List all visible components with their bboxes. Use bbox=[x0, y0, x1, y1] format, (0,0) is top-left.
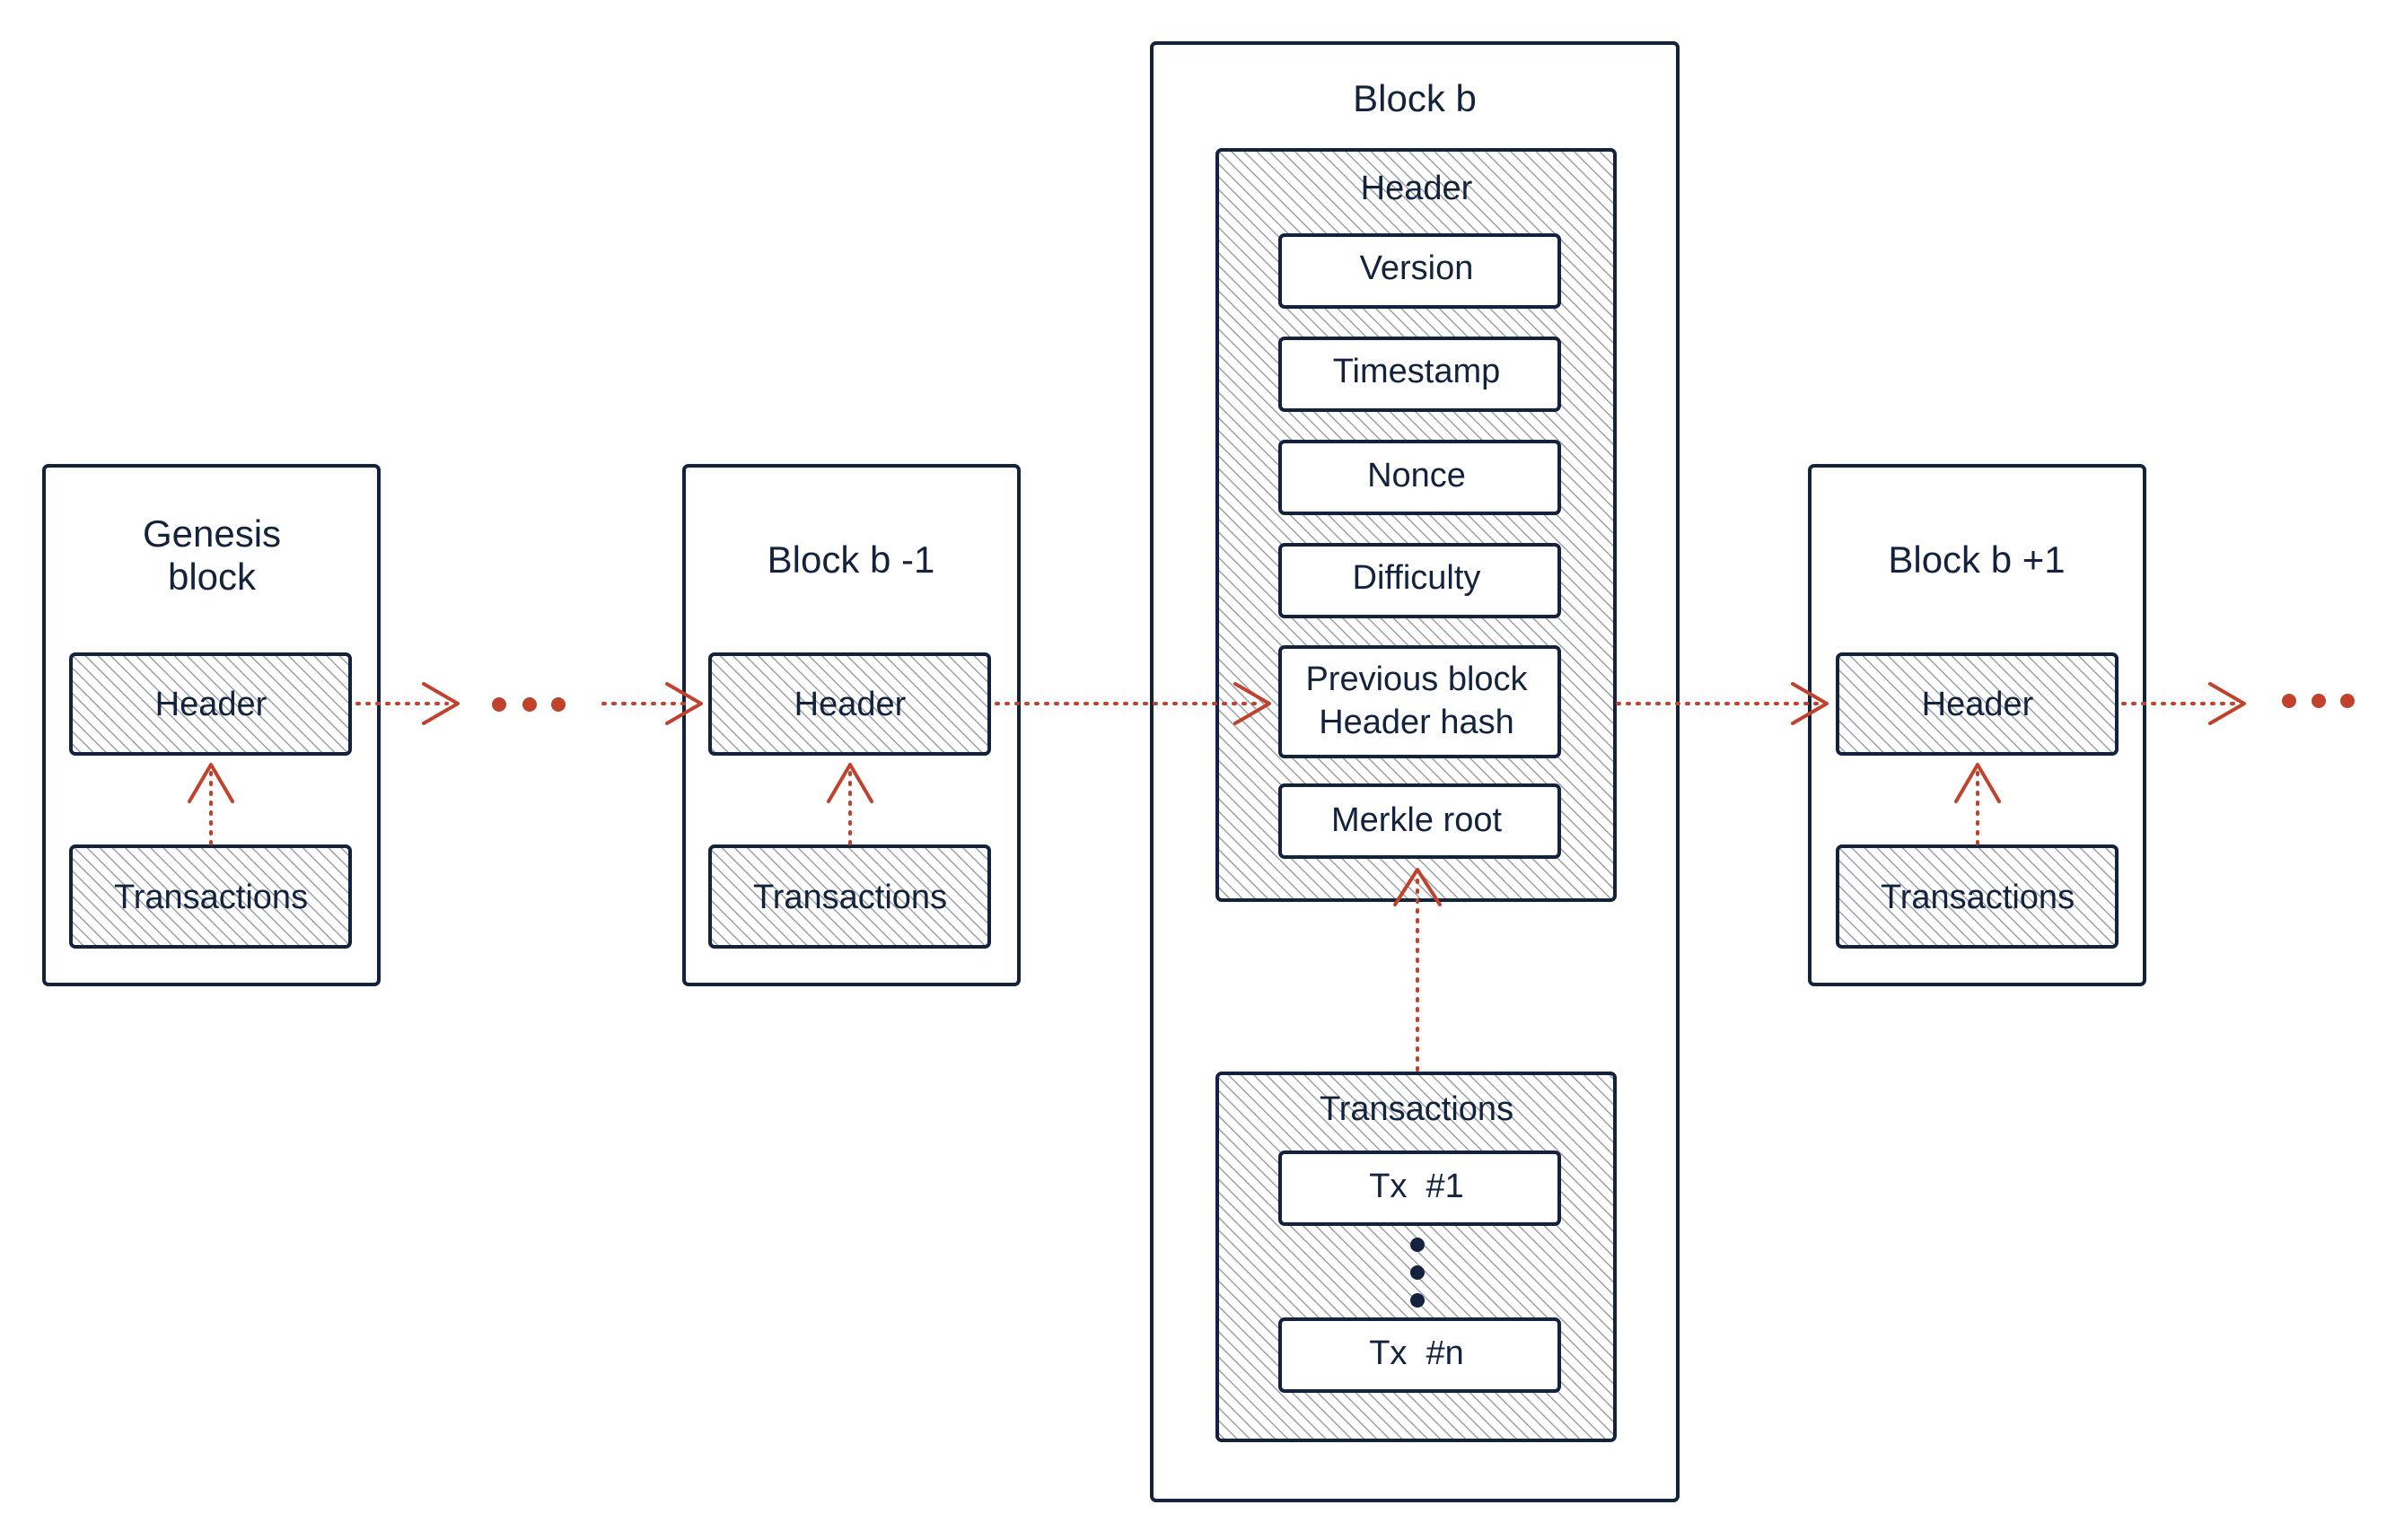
block-next-header-box: Header bbox=[1836, 652, 2119, 756]
chevron-arrow-icon bbox=[1616, 682, 1829, 725]
genesis-transactions-box: Transactions bbox=[69, 844, 352, 949]
block-prev: Block b -1 Header Transactions bbox=[682, 464, 1021, 986]
tx-last: Tx #n bbox=[1278, 1317, 1561, 1393]
chain-arrows bbox=[188, 682, 2246, 1072]
block-current-header-container: Header Version Timestamp Nonce Difficult… bbox=[1215, 148, 1617, 902]
tx-first-label: Tx #1 bbox=[1369, 1168, 1464, 1205]
block-prev-transactions-box: Transactions bbox=[708, 844, 991, 949]
field-version: Version bbox=[1278, 233, 1561, 309]
field-merkle-root-label: Merkle root bbox=[1331, 801, 1502, 839]
block-next-transactions-label: Transactions bbox=[1881, 879, 2075, 916]
field-merkle-root: Merkle root bbox=[1278, 783, 1561, 859]
field-nonce: Nonce bbox=[1278, 440, 1561, 515]
block-current: Block b Header Version Timestamp Nonce D… bbox=[1150, 41, 1680, 1502]
genesis-transactions-label: Transactions bbox=[114, 879, 308, 916]
tx-last-label: Tx #n bbox=[1369, 1334, 1464, 1372]
chevron-arrow-icon bbox=[995, 682, 1271, 725]
field-difficulty-label: Difficulty bbox=[1353, 559, 1481, 597]
field-difficulty: Difficulty bbox=[1278, 543, 1561, 618]
field-timestamp-label: Timestamp bbox=[1333, 353, 1501, 390]
field-previous-block-label-line2: Header hash bbox=[1319, 704, 1514, 741]
block-next-transactions-box: Transactions bbox=[1836, 844, 2119, 949]
tx-first: Tx #1 bbox=[1278, 1151, 1561, 1226]
field-previous-block-header-hash: Previous block Header hash bbox=[1278, 645, 1561, 758]
field-version-label: Version bbox=[1360, 249, 1474, 287]
field-nonce-label: Nonce bbox=[1367, 457, 1466, 494]
chevron-arrow-icon bbox=[188, 763, 234, 845]
block-prev-header-box: Header bbox=[708, 652, 991, 756]
block-current-header-title: Header bbox=[1361, 170, 1473, 207]
block-current-title: Block b bbox=[1353, 77, 1477, 119]
block-prev-transactions-label: Transactions bbox=[753, 879, 947, 916]
chevron-arrow-icon bbox=[355, 682, 460, 725]
block-next-title: Block b +1 bbox=[1888, 538, 2065, 581]
ellipsis-icon bbox=[2282, 694, 2355, 708]
chevron-arrow-icon bbox=[1393, 868, 1442, 1072]
chevron-arrow-icon bbox=[827, 763, 873, 845]
block-current-transactions-title: Transactions bbox=[1320, 1090, 1513, 1128]
chevron-arrow-icon bbox=[601, 682, 703, 725]
field-timestamp: Timestamp bbox=[1278, 337, 1561, 412]
genesis-block-title-line2: block bbox=[168, 556, 257, 598]
vertical-ellipsis-icon bbox=[1410, 1238, 1425, 1308]
block-next: Block b +1 Header Transactions bbox=[1808, 464, 2146, 986]
genesis-block: Genesis block Header Transactions bbox=[42, 464, 381, 986]
block-prev-title: Block b -1 bbox=[768, 538, 935, 581]
genesis-header-label: Header bbox=[155, 686, 268, 723]
chevron-arrow-icon bbox=[2121, 682, 2246, 725]
chevron-arrow-icon bbox=[1954, 763, 2001, 845]
genesis-header-box: Header bbox=[69, 652, 352, 756]
ellipsis-icon bbox=[492, 697, 566, 712]
block-next-header-label: Header bbox=[1922, 686, 2034, 723]
genesis-block-title-line1: Genesis bbox=[143, 512, 281, 555]
block-current-transactions-container: Transactions Tx #1 Tx #n bbox=[1215, 1072, 1617, 1442]
block-prev-header-label: Header bbox=[794, 686, 907, 723]
field-previous-block-label-line1: Previous block bbox=[1305, 661, 1528, 698]
